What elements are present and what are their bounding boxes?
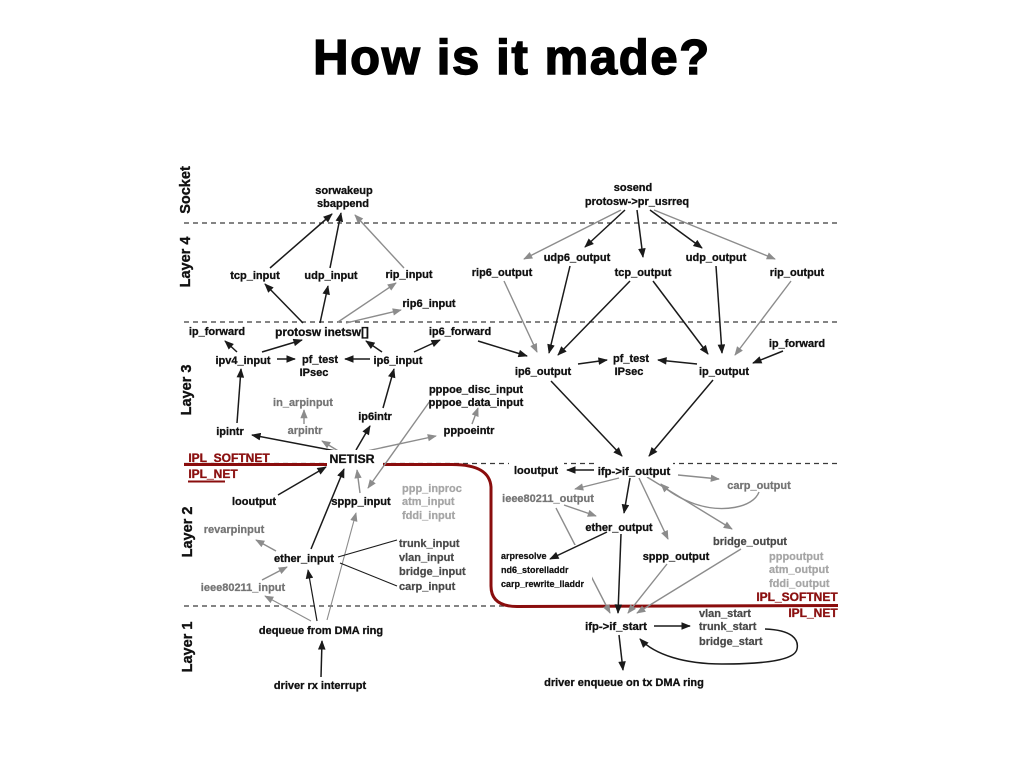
svg-text:driver enqueue on tx DMA ring: driver enqueue on tx DMA ring: [544, 677, 704, 689]
svg-text:pppoutput: pppoutput: [769, 551, 824, 563]
svg-text:sosend: sosend: [614, 182, 653, 194]
svg-text:ieee80211_output: ieee80211_output: [502, 493, 594, 505]
svg-text:ipv4_input: ipv4_input: [215, 355, 270, 367]
svg-text:ifp->if_output: ifp->if_output: [598, 466, 671, 478]
svg-text:Layer 1: Layer 1: [180, 622, 196, 673]
svg-text:ip6intr: ip6intr: [358, 411, 392, 423]
svg-text:rip_output: rip_output: [770, 267, 825, 279]
svg-text:revarpinput: revarpinput: [204, 524, 265, 536]
svg-text:IPsec: IPsec: [615, 366, 644, 378]
svg-text:sppp_output: sppp_output: [643, 551, 710, 563]
svg-text:driver rx interrupt: driver rx interrupt: [274, 680, 367, 692]
svg-text:udp_output: udp_output: [686, 252, 747, 264]
svg-text:Layer 3: Layer 3: [179, 365, 195, 416]
svg-text:bridge_start: bridge_start: [699, 636, 763, 648]
svg-text:IPL_SOFTNET: IPL_SOFTNET: [756, 590, 838, 604]
svg-text:nd6_storelladdr: nd6_storelladdr: [501, 565, 569, 575]
svg-text:NETISR: NETISR: [329, 452, 374, 466]
svg-text:arpresolve: arpresolve: [501, 551, 547, 561]
svg-text:vlan_start: vlan_start: [699, 608, 751, 620]
svg-text:looutput: looutput: [232, 496, 276, 508]
svg-text:bridge_output: bridge_output: [713, 536, 787, 548]
svg-text:trunk_input: trunk_input: [399, 538, 460, 550]
svg-text:tcp_output: tcp_output: [615, 267, 672, 279]
svg-text:IPsec: IPsec: [300, 367, 329, 379]
svg-text:looutput: looutput: [514, 465, 558, 477]
svg-text:ipintr: ipintr: [216, 426, 244, 438]
svg-text:vlan_input: vlan_input: [399, 552, 454, 564]
svg-text:udp6_output: udp6_output: [544, 252, 611, 264]
svg-text:rip_input: rip_input: [385, 269, 432, 281]
svg-text:fddi_input: fddi_input: [402, 510, 455, 522]
svg-text:protosw inetsw[]: protosw inetsw[]: [275, 325, 369, 339]
svg-text:sppp_input: sppp_input: [331, 496, 391, 508]
svg-text:udp_input: udp_input: [304, 270, 357, 282]
svg-text:ip6_input: ip6_input: [374, 355, 423, 367]
svg-text:Layer 4: Layer 4: [178, 237, 194, 288]
svg-text:ip_forward: ip_forward: [769, 338, 825, 350]
svg-text:Layer 2: Layer 2: [180, 507, 196, 558]
svg-text:dequeue from DMA ring: dequeue from DMA ring: [259, 625, 383, 637]
svg-text:carp_input: carp_input: [399, 581, 456, 593]
svg-text:ifp->if_start: ifp->if_start: [585, 621, 647, 633]
svg-text:ieee80211_input: ieee80211_input: [201, 582, 286, 594]
svg-text:Socket: Socket: [178, 166, 194, 214]
svg-text:sorwakeup: sorwakeup: [315, 185, 373, 197]
svg-text:rip6_input: rip6_input: [402, 298, 456, 310]
svg-text:IPL_SOFTNET: IPL_SOFTNET: [188, 451, 270, 465]
svg-text:bridge_input: bridge_input: [399, 566, 466, 578]
svg-text:ether_output: ether_output: [585, 522, 653, 534]
svg-text:pppoeintr: pppoeintr: [444, 425, 495, 437]
svg-text:arpintr: arpintr: [288, 425, 324, 437]
svg-text:atm_input: atm_input: [402, 496, 455, 508]
svg-text:pf_test: pf_test: [613, 353, 649, 365]
svg-text:ppp_inproc: ppp_inproc: [402, 483, 462, 495]
svg-text:IPL_NET: IPL_NET: [788, 606, 838, 620]
svg-text:tcp_input: tcp_input: [230, 270, 280, 282]
svg-text:pppoe_data_input: pppoe_data_input: [429, 397, 524, 409]
svg-text:carp_output: carp_output: [727, 480, 791, 492]
svg-text:ip6_output: ip6_output: [515, 366, 572, 378]
svg-text:ip6_forward: ip6_forward: [429, 326, 491, 338]
svg-text:protosw->pr_usrreq: protosw->pr_usrreq: [585, 196, 689, 208]
svg-text:pf_test: pf_test: [302, 354, 338, 366]
svg-text:sbappend: sbappend: [317, 198, 369, 210]
svg-text:How is it made?: How is it made?: [313, 31, 711, 85]
svg-text:rip6_output: rip6_output: [472, 267, 533, 279]
svg-text:trunk_start: trunk_start: [699, 621, 757, 633]
svg-text:pppoe_disc_input: pppoe_disc_input: [429, 384, 523, 396]
svg-text:atm_output: atm_output: [769, 564, 829, 576]
svg-text:carp_rewrite_lladdr: carp_rewrite_lladdr: [501, 579, 585, 589]
svg-text:ip_output: ip_output: [699, 366, 749, 378]
svg-text:fddi_output: fddi_output: [769, 578, 830, 590]
svg-text:IPL_NET: IPL_NET: [188, 467, 238, 481]
svg-text:ip_forward: ip_forward: [189, 326, 245, 338]
svg-text:ether_input: ether_input: [274, 553, 334, 565]
svg-text:in_arpinput: in_arpinput: [273, 397, 333, 409]
